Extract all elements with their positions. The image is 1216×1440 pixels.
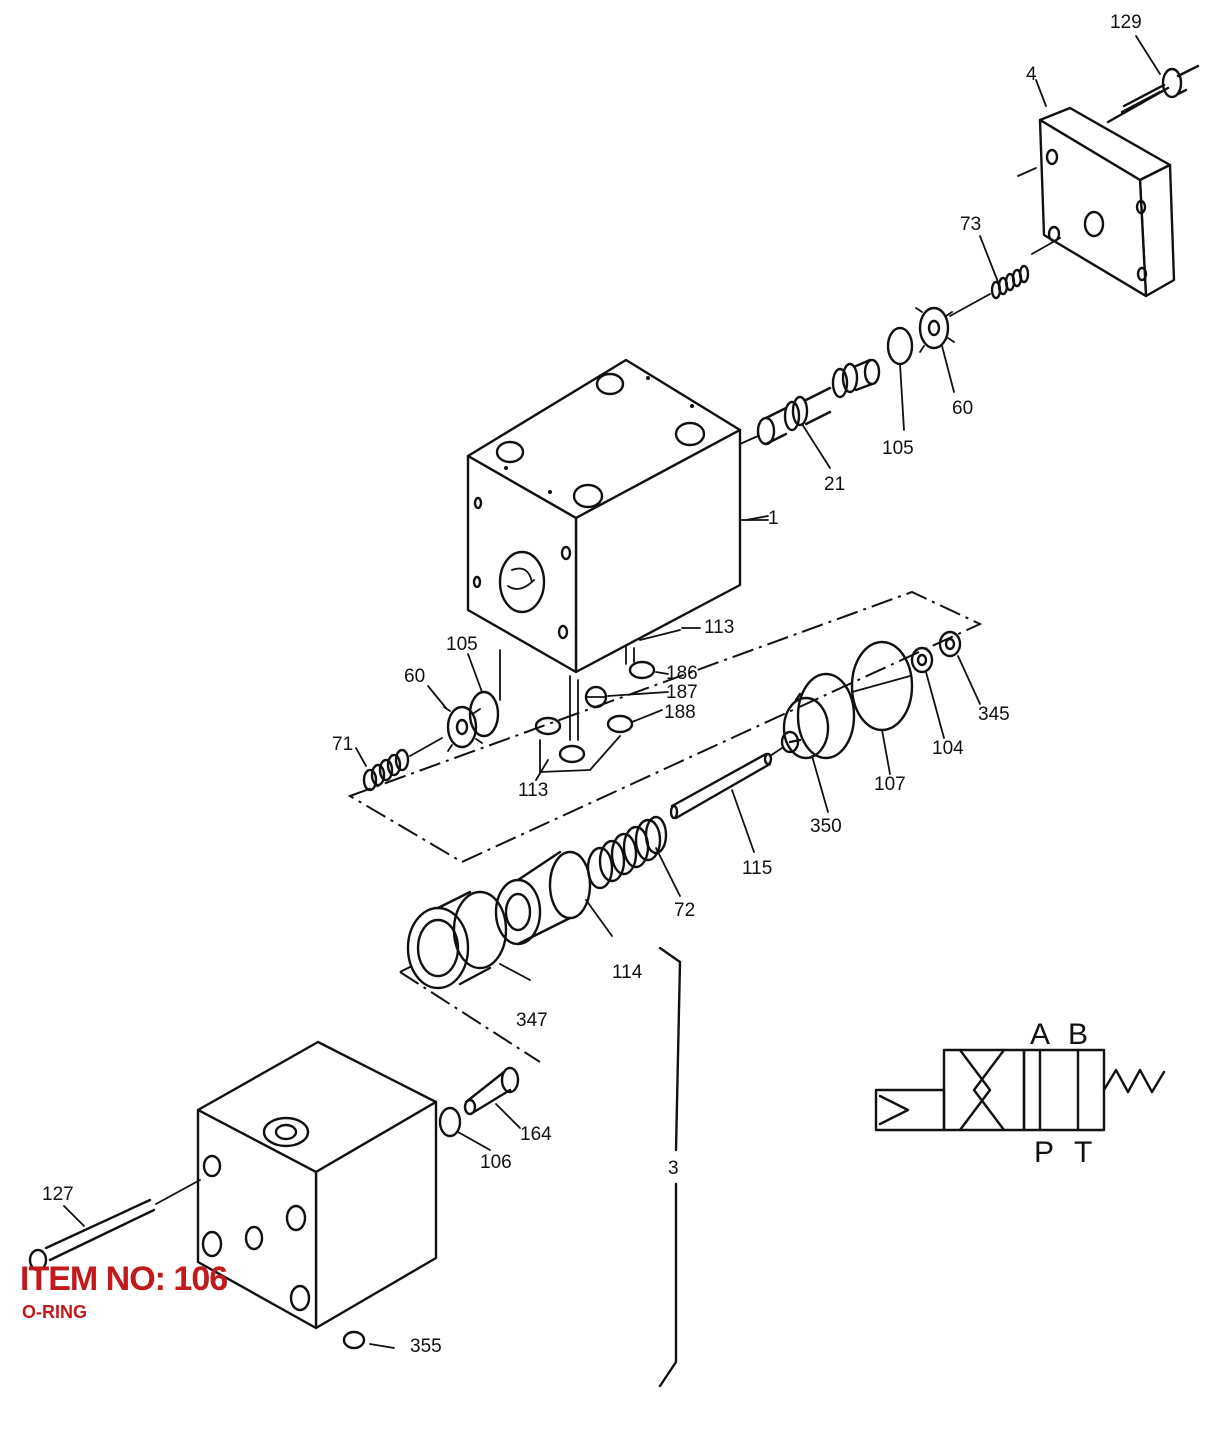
part-labels: 129 4 73 60 105 21 1 113 186 187 188 105… — [42, 12, 1142, 1357]
port-a-label: A — [1030, 1018, 1050, 1051]
label-115: 115 — [742, 858, 772, 879]
spool-21 — [756, 358, 881, 446]
label-71: 71 — [332, 734, 353, 755]
label-21: 21 — [824, 474, 845, 495]
label-347: 347 — [516, 1010, 548, 1031]
spring-73 — [990, 264, 1030, 300]
o-ring-105-upper — [886, 326, 914, 366]
label-187: 187 — [666, 682, 698, 703]
rod-115 — [669, 752, 773, 820]
label-113-upper: 113 — [704, 617, 734, 638]
label-4: 4 — [1026, 64, 1037, 85]
label-104: 104 — [932, 738, 964, 759]
bolt-129 — [1106, 64, 1200, 124]
label-345: 345 — [978, 704, 1010, 725]
label-107: 107 — [874, 774, 906, 795]
spring-71 — [362, 748, 410, 792]
label-350: 350 — [810, 816, 842, 837]
label-60-upper: 60 — [952, 398, 973, 419]
o-ring-105-lower — [468, 690, 500, 738]
star-washer-60-upper — [915, 306, 955, 353]
label-105-lower: 105 — [446, 634, 478, 655]
label-186: 186 — [666, 663, 698, 684]
end-cover-plate — [1017, 106, 1176, 298]
port-p-label: P — [1034, 1136, 1054, 1169]
label-355: 355 — [410, 1336, 442, 1357]
item-description: O-RING — [22, 1302, 87, 1322]
piston-350 — [769, 672, 856, 760]
label-1: 1 — [768, 508, 779, 529]
ring-347 — [406, 890, 508, 990]
port-t-label: T — [1074, 1136, 1092, 1169]
cover-107 — [850, 640, 914, 732]
item-number-title: ITEM NO: 106 — [20, 1260, 228, 1298]
schematic-port-labels: A B P T — [1030, 1018, 1092, 1169]
label-127: 127 — [42, 1184, 74, 1205]
label-3: 3 — [668, 1158, 679, 1179]
star-washer-60-lower — [443, 705, 483, 752]
valve-schematic-symbol — [874, 1048, 1166, 1132]
valve-body-1 — [466, 358, 742, 674]
spring-72 — [586, 815, 668, 890]
plug-355 — [342, 1330, 366, 1350]
label-164: 164 — [520, 1124, 552, 1145]
group-bracket-3 — [658, 946, 682, 1388]
lower-body-block — [196, 1040, 438, 1330]
label-129: 129 — [1110, 12, 1142, 33]
pin-164 — [463, 1066, 520, 1116]
label-105-upper: 105 — [882, 438, 914, 459]
label-60-lower: 60 — [404, 666, 425, 687]
port-b-label: B — [1068, 1018, 1088, 1051]
label-73: 73 — [960, 214, 981, 235]
nut-345 — [938, 630, 962, 658]
label-114: 114 — [612, 962, 643, 983]
washer-104 — [910, 646, 934, 674]
sleeve-114 — [494, 850, 592, 946]
label-106: 106 — [480, 1152, 512, 1173]
label-113-lower: 113 — [518, 780, 548, 801]
o-ring-106 — [438, 1106, 462, 1138]
bolt-127 — [28, 1179, 201, 1272]
check-valve-parts — [499, 629, 681, 773]
leader-lines — [63, 35, 1161, 1227]
label-188: 188 — [664, 702, 696, 723]
label-72: 72 — [674, 900, 695, 921]
